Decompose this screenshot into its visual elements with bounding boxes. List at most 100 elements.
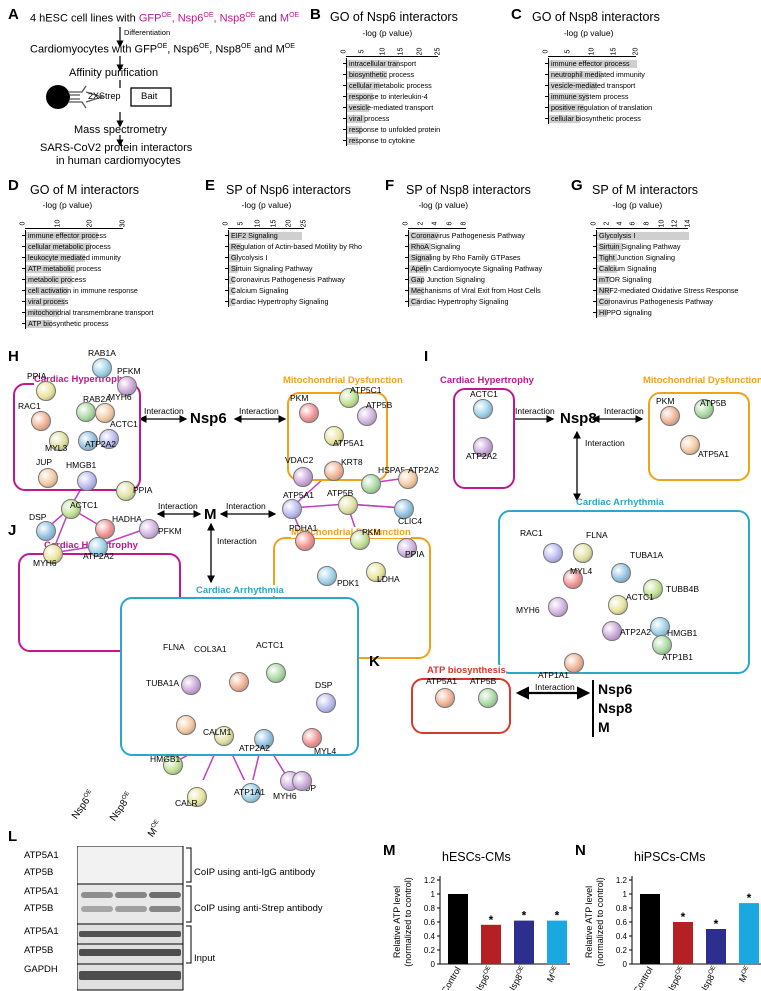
protein-node	[397, 538, 417, 558]
protein-node	[266, 663, 286, 683]
go-row-tick	[22, 323, 26, 324]
protein-label: MYH6	[33, 558, 57, 568]
go-row: Coronavirus Pathogenesis Pathway	[225, 274, 362, 285]
panel-label-e: E	[205, 177, 216, 194]
protein-label: PKM	[362, 527, 381, 537]
protein-label: VDAC2	[285, 455, 314, 465]
go-row: Sirtuin Signaling Pathway	[593, 241, 738, 252]
go-bar	[549, 93, 589, 101]
panel-label-m: M	[383, 842, 396, 859]
go-row-tick	[405, 301, 409, 302]
protein-label: PDK1	[337, 578, 360, 588]
flow-line1: 4 hESC cell lines with GFPOE, Nsp6OE, Ns…	[30, 12, 300, 25]
go-row: cellular biosynthetic process	[545, 113, 652, 124]
go-tick: 5	[358, 49, 366, 54]
protein-label: FLNA	[586, 530, 608, 540]
go-bar	[26, 298, 66, 306]
protein-node	[254, 729, 274, 749]
go-row: Cardiac Hypertrophy Signaling	[405, 296, 542, 307]
panel-label-f: F	[385, 177, 395, 194]
go-row-label: cellular biosynthetic process	[551, 114, 641, 123]
y-tick-label: 0.4	[424, 932, 436, 941]
protein-node	[241, 783, 261, 803]
go-row: EIF2 Signaling	[225, 230, 362, 241]
chart-m-title: hESCs-CMs	[442, 850, 511, 864]
go-row: immune effector process	[22, 230, 153, 241]
go-row-label: positive regulation of translation	[551, 103, 653, 112]
protein-label: ATP2A2	[239, 743, 271, 753]
protein-node	[611, 563, 631, 583]
bead-icon	[46, 85, 70, 109]
protein-node	[394, 499, 414, 519]
go-row: ATP biosynthetic process	[22, 318, 153, 329]
go-row-label: Calcium Signaling	[231, 286, 289, 295]
go-tick: 10	[54, 219, 62, 228]
go-row-label: EIF2 Signaling	[231, 231, 278, 240]
protein-label: MYL3	[45, 443, 68, 453]
go-bar	[409, 254, 431, 262]
go-b-axis-label: -log (p value)	[362, 28, 413, 38]
protein-label: HMGB1	[667, 628, 698, 638]
go-row-label: immune effector process	[28, 231, 107, 240]
protein-label: HMGB1	[66, 460, 97, 470]
go-row: cell activation in immune response	[22, 285, 153, 296]
protein-label: HSPA5	[378, 465, 406, 475]
protein-label: PFKM	[117, 366, 141, 376]
protein-node	[563, 569, 583, 589]
chart-n-title: hiPSCs-CMs	[634, 850, 706, 864]
go-row: immune system process	[545, 91, 652, 102]
go-row-label: Sirtuin Signaling Pathway	[231, 264, 313, 273]
x-tick-label: Nsp8OE	[505, 965, 529, 990]
y-tick-label: 0	[623, 960, 628, 969]
i-hypertrophy-title: Cardiac Hypertrophy	[440, 375, 534, 386]
significance-star: *	[522, 909, 527, 923]
go-bar	[26, 320, 53, 328]
h-int-right: Interaction	[239, 406, 279, 416]
go-tick: 25	[434, 47, 442, 56]
protein-node	[36, 521, 56, 541]
go-bar	[549, 60, 637, 68]
protein-label: CLIC4	[398, 516, 423, 526]
go-bar	[229, 298, 236, 306]
flow-sup: OE	[289, 12, 300, 19]
go-row-tick	[225, 290, 229, 291]
go-row: ATP metabolic process	[22, 263, 153, 274]
protein-label: ATP2A2	[408, 465, 440, 475]
protein-node	[338, 495, 358, 515]
go-row-label: vesicle-mediated transport	[551, 81, 636, 90]
j-hub: M	[204, 506, 217, 523]
protein-label: MYH6	[273, 791, 297, 801]
go-b-title: GO of Nsp6 interactors	[330, 10, 458, 24]
flow-line2-nsp6: , Nsp6	[167, 43, 200, 56]
significance-star: *	[681, 910, 686, 924]
blot-row-label: GAPDH	[24, 964, 58, 975]
go-row-tick	[593, 257, 597, 258]
protein-label: PPIA	[133, 485, 153, 495]
blot-row-label: ATP5A1	[24, 926, 59, 937]
x-tick-label: Nsp6OE	[472, 965, 496, 990]
flow-arrows	[46, 27, 172, 147]
j-int-left: Interaction	[158, 501, 198, 511]
protein-label: ATP5A1	[283, 490, 315, 500]
flow-nsp6: Nsp6	[177, 12, 204, 25]
go-row-label: leukocyte mediated immunity	[28, 253, 121, 262]
go-bar	[597, 265, 617, 273]
go-row: Cardiac Hypertrophy Signaling	[225, 296, 362, 307]
go-row: viral process	[343, 113, 440, 124]
go-bar	[409, 298, 420, 306]
protein-label: LDHA	[377, 574, 400, 584]
go-tick: 15	[610, 47, 618, 56]
go-row-tick	[225, 235, 229, 236]
go-row-tick	[405, 268, 409, 269]
protein-node	[435, 688, 455, 708]
i-arrhythmia-box	[498, 510, 750, 674]
go-g-title: SP of M interactors	[592, 183, 699, 197]
go-row-label: immune system process	[551, 92, 629, 101]
go-row-tick	[22, 257, 26, 258]
blot-row-label: ATP5A1	[24, 850, 59, 861]
protein-node	[317, 566, 337, 586]
protein-label: ATP5B	[327, 488, 354, 498]
h-mito-title: Mitochondrial Dysfunction	[283, 375, 403, 386]
protein-label: ACTC1	[470, 389, 498, 399]
